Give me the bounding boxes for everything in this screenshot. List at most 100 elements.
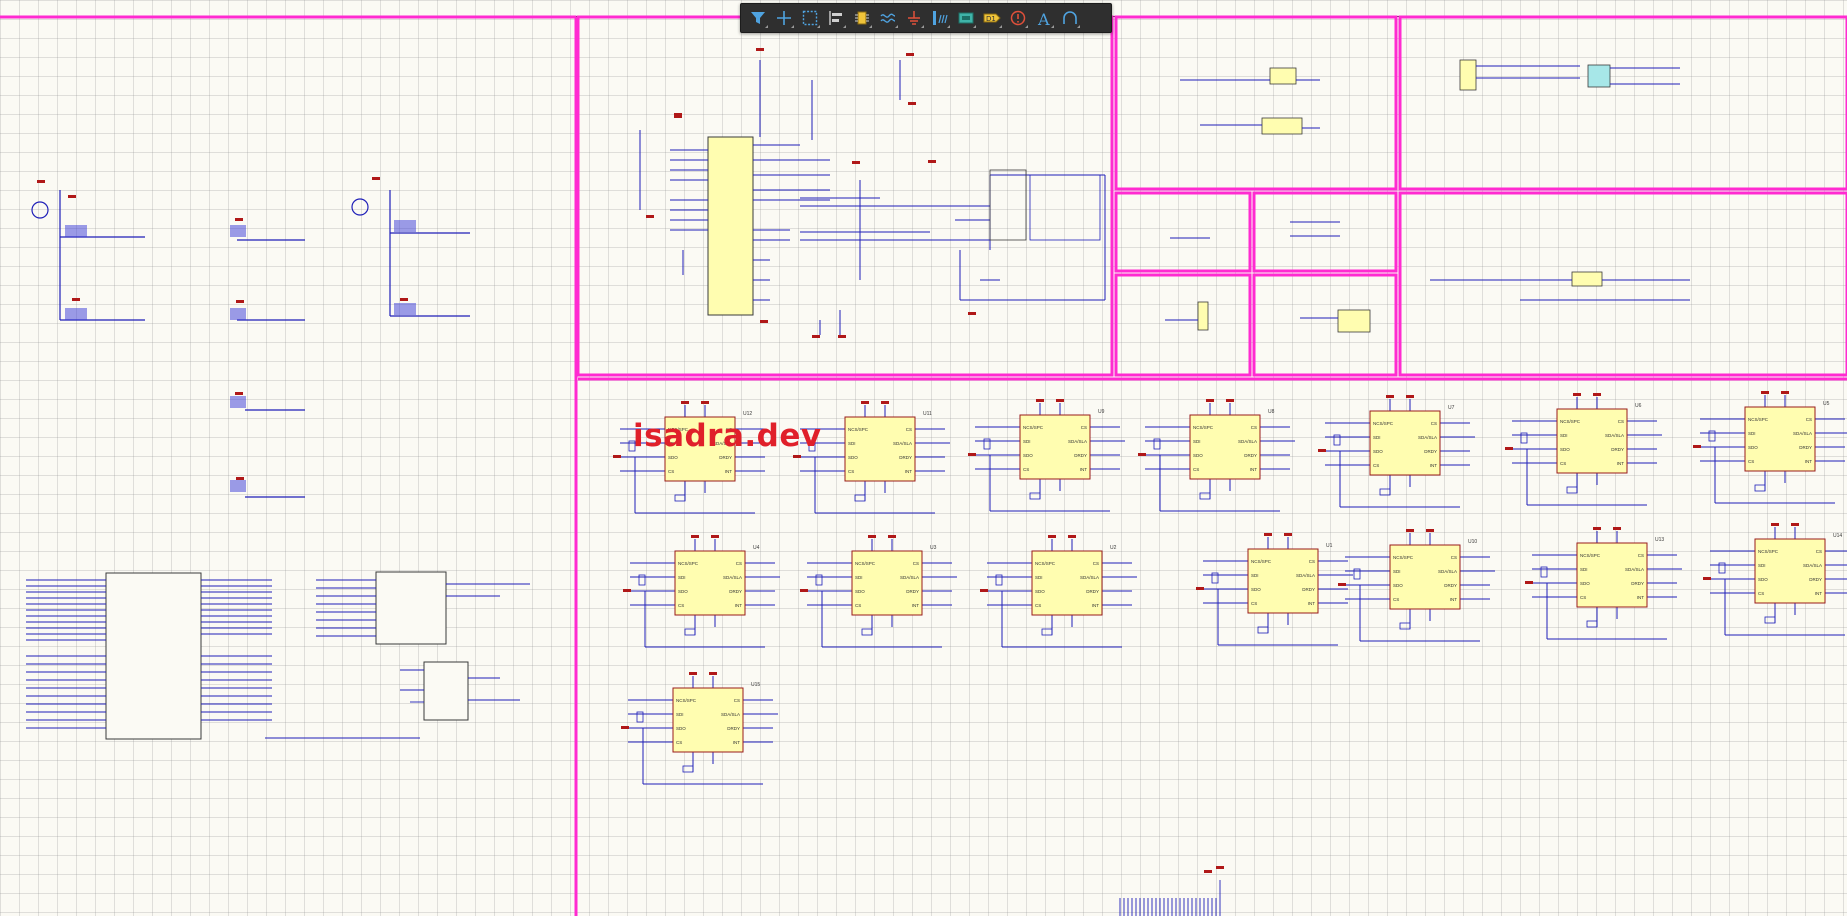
wire-button[interactable]: [877, 7, 899, 29]
bottom-connector-pins: [1119, 880, 1221, 916]
chip-pin-label: SDA/SLA: [713, 441, 732, 446]
chip-pin-label: CS: [676, 740, 682, 745]
port-icon-label: D1: [986, 15, 996, 23]
chip-pin-label: SDO: [1251, 587, 1261, 592]
power-symbol: [1426, 529, 1434, 532]
chip-pin-label: SDO: [855, 589, 865, 594]
chip-pin-label: SDI: [676, 712, 684, 717]
ground-symbol: [1525, 581, 1533, 584]
left-passives: [65, 220, 416, 492]
chip-pin-label: SDA/SLA: [723, 575, 742, 580]
power-symbol: [881, 401, 889, 404]
harness-button[interactable]: [955, 7, 977, 29]
chip-designator: U2: [1110, 545, 1117, 551]
chip-pin-label: CS: [1560, 461, 1566, 466]
pullup-resistor: [1211, 572, 1219, 584]
decoupling-capacitor: [1029, 492, 1041, 500]
power-symbol: [1386, 395, 1394, 398]
chip-body: [1189, 414, 1261, 480]
chip-pin-label: SDA/SLA: [1068, 439, 1087, 444]
ground-symbol: [980, 589, 988, 592]
place-part-button[interactable]: [851, 7, 873, 29]
chip-pin-label: CS: [1758, 591, 1764, 596]
chip-designator: U9: [1098, 409, 1105, 415]
chip-pin-label: NCS/SPC: [668, 427, 689, 432]
pullup-resistor: [1520, 432, 1528, 444]
directive-button[interactable]: [1007, 7, 1029, 29]
power-symbol: [888, 535, 896, 538]
chip-pin-label: CS: [1580, 595, 1586, 600]
chip-designator: U13: [1655, 537, 1664, 543]
chip-body: [664, 416, 736, 482]
ground-symbol: [1196, 587, 1204, 590]
chip-body: [1247, 548, 1319, 614]
chip-pin-label: CS: [736, 561, 742, 566]
chip-pin-label: CS: [906, 427, 912, 432]
chip-pin-label: SDI: [1251, 573, 1259, 578]
chip-designator: U1: [1326, 543, 1333, 549]
power-symbol: [1791, 523, 1799, 526]
pullup-resistor: [1708, 430, 1716, 442]
chip-pin-label: SDI: [1560, 433, 1568, 438]
chip-body: [1754, 538, 1826, 604]
ground-symbol: [621, 726, 629, 729]
decoupling-capacitor: [854, 494, 866, 502]
ground-symbol: [1338, 583, 1346, 586]
chip-pin-label: INT: [1450, 597, 1458, 602]
bottom-power-symbols: [1204, 866, 1224, 873]
text-button[interactable]: A: [1033, 7, 1055, 29]
ground-symbol: [800, 589, 808, 592]
chip-pin-label: CS: [668, 469, 674, 474]
power-symbol: [681, 401, 689, 404]
filter-button[interactable]: [747, 7, 769, 29]
chip-pin-label: CS: [1035, 603, 1041, 608]
chip-pin-label: SDI: [855, 575, 863, 580]
chip-pin-label: DRDY: [1611, 447, 1624, 452]
ground-symbol: [613, 455, 621, 458]
chip-body: [1031, 550, 1103, 616]
chip-pin-label: SDI: [1023, 439, 1031, 444]
decoupling-capacitor: [684, 628, 696, 636]
chip-pin-label: CS: [855, 603, 861, 608]
harness-icon: [958, 12, 974, 24]
chip-pin-label: CS: [1251, 601, 1257, 606]
align-button[interactable]: [825, 7, 847, 29]
select-area-button[interactable]: [799, 7, 821, 29]
power-symbol: [1068, 535, 1076, 538]
crosshair-button[interactable]: [773, 7, 795, 29]
chip-pin-label: NCS/SPC: [676, 698, 697, 703]
chip-body: [851, 550, 923, 616]
chip-pin-label: DRDY: [1799, 445, 1812, 450]
decoupling-capacitor: [1257, 626, 1269, 634]
chip-pin-label: SDO: [848, 455, 858, 460]
chip-pin-label: CS: [1081, 425, 1087, 430]
chip-pin-label: SDO: [668, 455, 678, 460]
port-button[interactable]: D1: [981, 7, 1003, 29]
chip-pin-label: NCS/SPC: [1758, 549, 1779, 554]
arc-button[interactable]: [1059, 7, 1081, 29]
pullup-resistor: [636, 711, 644, 723]
chip-pin-label: INT: [912, 603, 920, 608]
chip-pin-label: NCS/SPC: [678, 561, 699, 566]
chip-pin-label: SDI: [848, 441, 856, 446]
chip-body: [1369, 410, 1441, 476]
chip-body: [672, 687, 744, 753]
align-icon: [829, 11, 842, 25]
chip-pin-label: SDO: [678, 589, 688, 594]
bus-button[interactable]: [929, 7, 951, 29]
chip-body: [1389, 544, 1461, 610]
chip-pin-label: DRDY: [906, 589, 919, 594]
power-symbol: [1284, 533, 1292, 536]
chip-pin-label: NCS/SPC: [1035, 561, 1056, 566]
chip-pin-label: SDI: [1580, 567, 1588, 572]
chip-pin-label: CS: [1309, 559, 1315, 564]
decoupling-capacitor: [1764, 616, 1776, 624]
power-port-button[interactable]: [903, 7, 925, 29]
